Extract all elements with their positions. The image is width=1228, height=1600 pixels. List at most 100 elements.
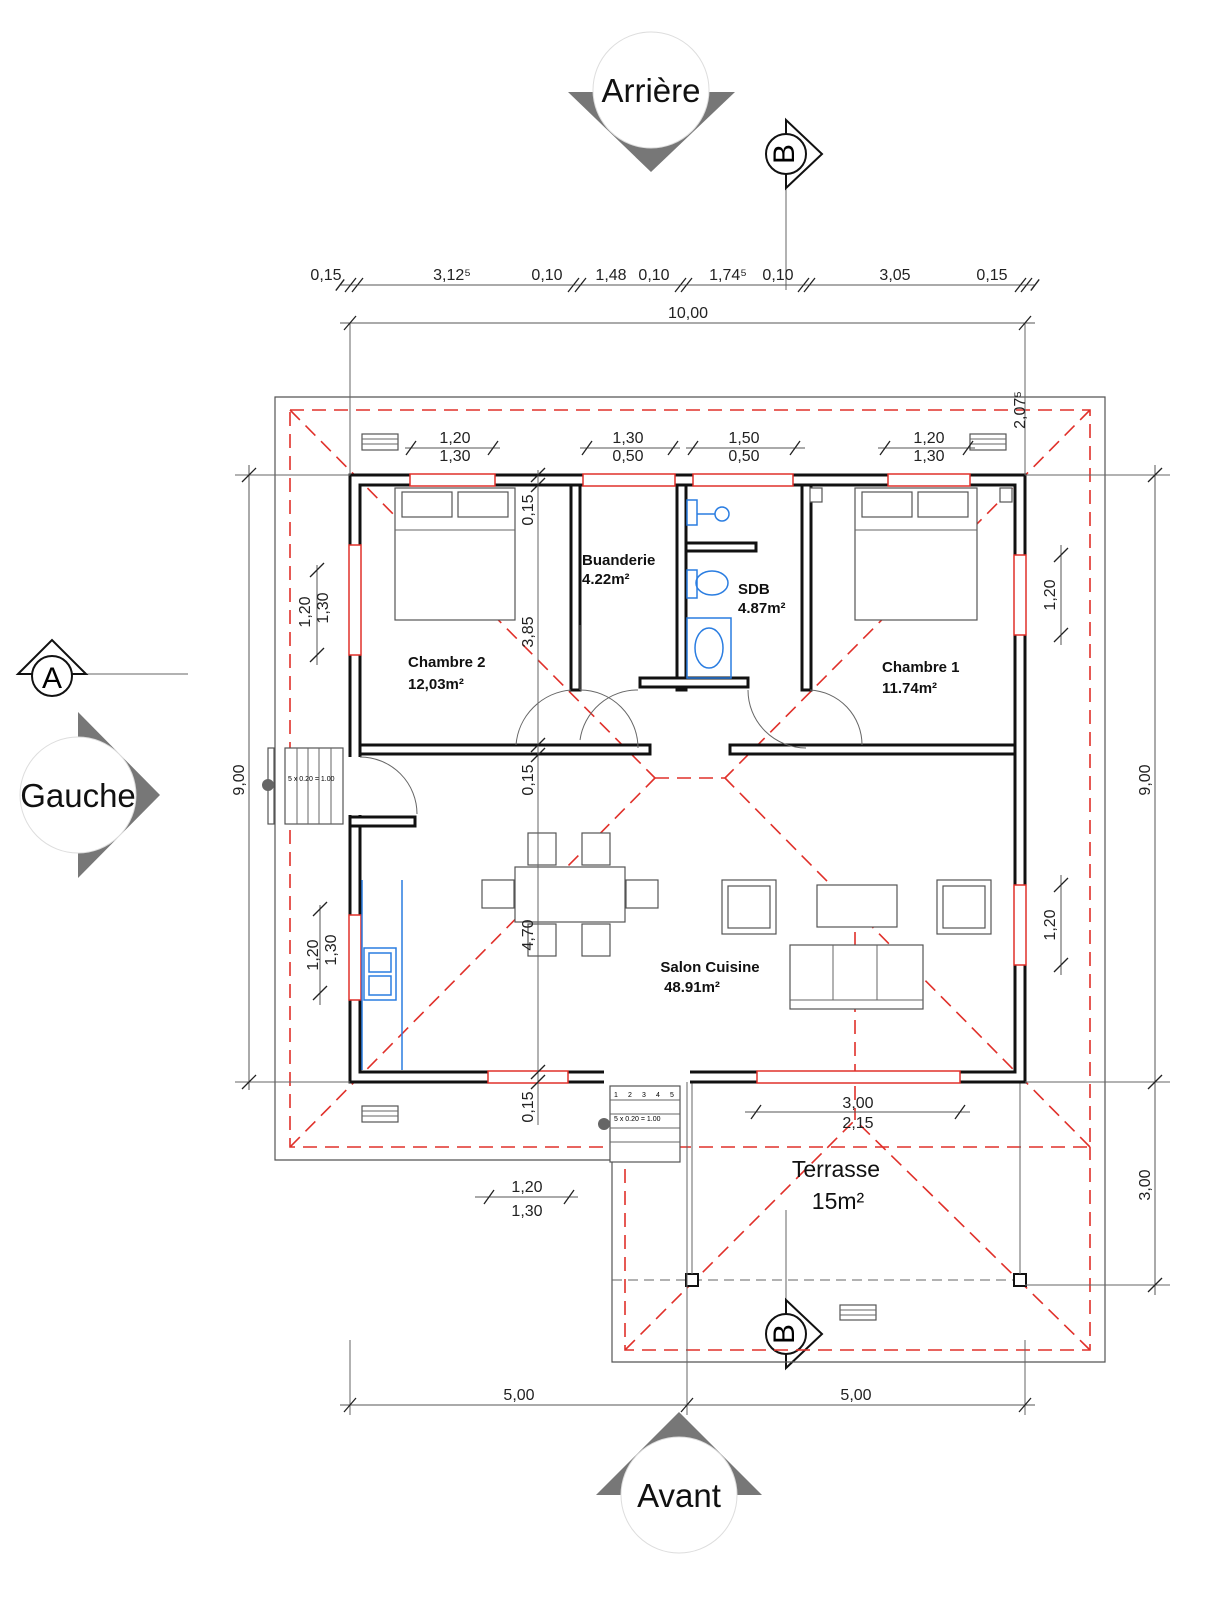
vent-icon [361, 1105, 399, 1123]
bed-chambre-2 [394, 487, 516, 621]
room-area: 15m² [812, 1188, 865, 1214]
orientation-left-label: Gauche [20, 777, 136, 814]
room-area: 12,03m² [408, 676, 464, 693]
stairs-left: 5 x 0.20 = 1.00 [262, 747, 344, 825]
room-area: 4.87m² [738, 600, 786, 617]
room-name: Chambre 1 [882, 659, 960, 676]
room-name: Salon Cuisine [660, 959, 759, 976]
room-name: Buanderie [582, 552, 655, 569]
dim-label: 4,70 [520, 919, 537, 950]
bed-chambre-1 [809, 487, 1013, 621]
section-marker-a: A [15, 638, 188, 697]
dim-label: 1,30 [913, 448, 944, 465]
dining-table [481, 832, 659, 957]
dim-label: 0,15 [520, 494, 537, 525]
vent-icon [969, 433, 1007, 451]
room-name: Chambre 2 [408, 654, 486, 671]
dim-label: 0,50 [728, 448, 759, 465]
dim-label: 9,00 [231, 764, 248, 795]
dim-label: 1,20 [511, 1179, 542, 1196]
washbasin-icon [686, 499, 730, 526]
dim-label: 1,48 [595, 267, 626, 284]
orientation-front-label: Avant [637, 1477, 721, 1514]
dim-label: 0,10 [531, 267, 562, 284]
terrace [612, 1082, 1027, 1321]
roof-outline [274, 396, 1106, 1363]
dim-label: 0,10 [762, 267, 793, 284]
dimension-bottom-window: 1,20 1,30 3,00 2,15 [475, 1095, 970, 1220]
dim-label: 5,00 [840, 1387, 871, 1404]
dim-label: 10,00 [668, 305, 708, 322]
dim-label: 5,00 [503, 1387, 534, 1404]
dim-label: 0,15 [976, 267, 1007, 284]
orientation-left-marker: Gauche [19, 712, 160, 878]
dim-label: 9,00 [1137, 764, 1154, 795]
dim-label: 0,15 [520, 1091, 537, 1122]
door-openings [345, 625, 863, 1086]
dim-label: 0,50 [612, 448, 643, 465]
room-area: 4.22m² [582, 571, 630, 588]
shower-icon [686, 617, 732, 679]
dim-label: 1,30 [511, 1203, 542, 1220]
dim-label: 2,15 [842, 1115, 873, 1132]
dim-label: 1,74⁵ [709, 267, 747, 284]
step-number: 4 [656, 1092, 660, 1099]
room-area: 48.91m² [664, 979, 720, 996]
step-number: 5 [670, 1092, 674, 1099]
section-b-bottom-label: B [768, 1324, 801, 1344]
orientation-back-marker: Arrière [568, 31, 735, 172]
dimension-overall-width: 10,00 2,07⁵ [340, 305, 1035, 475]
room-sdb: SDB 4.87m² [738, 581, 786, 617]
dim-label: 3,00 [842, 1095, 873, 1112]
dim-label: 1,30 [612, 430, 643, 447]
stairs-front: 5 x 0.20 = 1.00 1 2 3 4 5 [598, 1085, 681, 1163]
section-marker-b-top: B [765, 117, 824, 290]
living-room-furniture [721, 879, 992, 1010]
dim-label: 0,10 [638, 267, 669, 284]
step-number: 1 [614, 1092, 618, 1099]
dim-label: 1,20 [439, 430, 470, 447]
dimension-right: 9,00 3,00 1,20 1,20 [1025, 465, 1170, 1295]
dim-label: 1,20 [1042, 909, 1059, 940]
room-chambre-1: Chambre 1 11.74m² [882, 659, 960, 697]
toilet-icon [686, 569, 729, 599]
section-b-top-label: B [768, 144, 801, 164]
dim-label: 2,07⁵ [1012, 391, 1029, 429]
orientation-back-label: Arrière [601, 72, 700, 109]
room-buanderie: Buanderie 4.22m² [582, 552, 655, 588]
vent-icon [361, 433, 399, 451]
dim-label: 3,85 [520, 616, 537, 647]
stairs-front-formula: 5 x 0.20 = 1.00 [614, 1116, 661, 1123]
dim-label: 1,30 [315, 592, 332, 623]
orientation-front-marker: Avant [596, 1412, 762, 1554]
windows [348, 473, 1027, 1084]
dim-label: 0,15 [310, 267, 341, 284]
room-terrasse: Terrasse 15m² [792, 1156, 880, 1214]
dimension-left-height: 9,00 1,20 1,30 1,20 1,30 [231, 465, 350, 1090]
bathroom-fixtures [686, 499, 732, 679]
dim-label: 1,20 [1042, 579, 1059, 610]
step-number: 2 [628, 1092, 632, 1099]
dimension-window-top: 1,20 1,30 1,30 0,50 1,50 0,50 1,20 1,30 [405, 430, 975, 465]
kitchen-counter [361, 880, 403, 1070]
room-name: Terrasse [792, 1156, 880, 1182]
dim-label: 3,12⁵ [433, 267, 471, 284]
dim-label: 1,20 [913, 430, 944, 447]
dim-label: 1,30 [439, 448, 470, 465]
section-marker-b-bottom: B [765, 1210, 824, 1371]
dim-label: 1,20 [297, 596, 314, 627]
dimension-bottom-chain: 5,00 5,00 [340, 1082, 1035, 1415]
dimension-inner-vertical: 0,15 3,85 0,15 4,70 0,15 [520, 467, 546, 1125]
room-name: SDB [738, 581, 770, 598]
stairs-left-formula: 5 x 0.20 = 1.00 [288, 776, 335, 783]
dim-label: 3,05 [879, 267, 910, 284]
dim-label: 0,15 [520, 764, 537, 795]
dim-label: 3,00 [1137, 1169, 1154, 1200]
room-salon-cuisine: Salon Cuisine 48.91m² [660, 959, 759, 996]
dim-label: 1,50 [728, 430, 759, 447]
dim-label: 1,20 [305, 939, 322, 970]
dim-label: 1,30 [323, 934, 340, 965]
vent-icon [839, 1304, 877, 1321]
room-chambre-2: Chambre 2 12,03m² [408, 654, 486, 693]
